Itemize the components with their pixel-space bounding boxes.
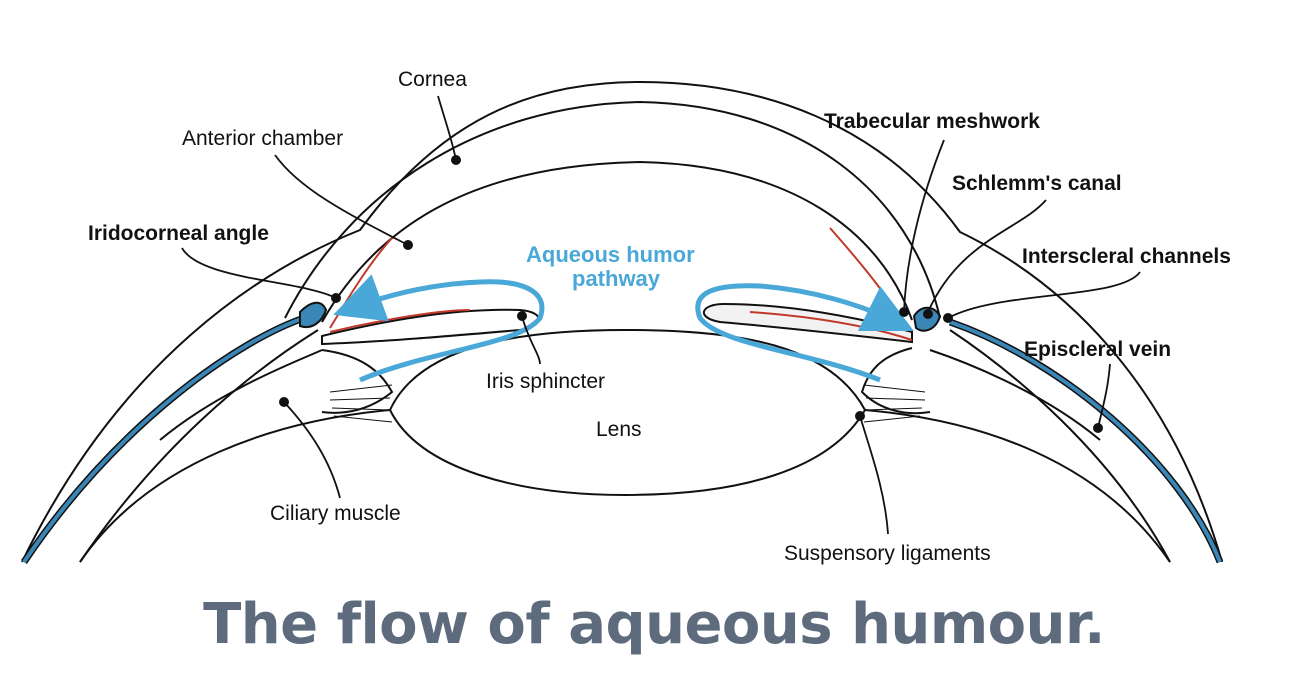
cornea-outer: [284, 100, 941, 319]
episcleral-vein-right-fill: [949, 320, 1222, 563]
label-trabecular-meshwork: Trabecular meshwork: [824, 110, 1040, 133]
globe-inner-curve-right: [864, 409, 1171, 563]
schlemms-canal-left: [299, 301, 328, 328]
sclera-inner: [79, 329, 319, 563]
sclera-outer: [21, 80, 1223, 563]
leader-iridocorneal-angle: [181, 247, 337, 299]
leader-schlemms-canal: [927, 199, 1047, 313]
ciliary-body-left: [321, 349, 394, 414]
episcleral-vein-left: [21, 314, 306, 564]
iris-right: [703, 302, 913, 344]
label-iris-sphincter: Iris sphincter: [486, 370, 605, 393]
ciliary-body-right: [860, 347, 931, 415]
label-lens: Lens: [596, 418, 642, 441]
label-anterior-chamber: Anterior chamber: [182, 127, 343, 150]
label-interscleral-channels: Interscleral channels: [1022, 245, 1231, 268]
label-ciliary-muscle: Ciliary muscle: [270, 502, 401, 525]
leader-episcleral-vein: [1097, 363, 1111, 429]
eye-anatomy-diagram: Cornea Anterior chamber Iridocorneal ang…: [21, 68, 1231, 565]
sclera-inner-right: [949, 329, 1171, 563]
episcleral-vein-left-fill: [22, 316, 305, 564]
trabecular-meshwork-left: [329, 237, 393, 329]
label-suspensory-ligaments: Suspensory ligaments: [784, 542, 991, 565]
leader-trabecular-meshwork: [903, 139, 945, 313]
iris-left-red-edge: [329, 309, 471, 333]
leader-cornea: [437, 95, 457, 161]
leader-interscleral-channels: [947, 271, 1141, 319]
ciliary-muscle-right: [929, 349, 1101, 441]
aqueous-pathway-arrow-left: [333, 274, 545, 383]
caption-title: The flow of aqueous humour.: [203, 592, 1105, 657]
label-cornea: Cornea: [398, 68, 467, 91]
leader-suspensory-ligaments: [859, 415, 889, 535]
aqueous-pathway-arrow-right: [695, 283, 914, 383]
globe-inner-curve: [79, 409, 391, 563]
leader-ciliary-muscle: [283, 401, 341, 499]
leader-anterior-chamber: [274, 154, 409, 246]
leader-iris-sphincter: [521, 315, 541, 365]
iris-right-red-edge: [749, 311, 913, 341]
suspensory-ligaments-left: [329, 384, 393, 423]
label-schlemms-canal: Schlemm's canal: [952, 172, 1122, 195]
label-pathway-line1: Aqueous humor: [526, 242, 695, 267]
label-iridocorneal-angle: Iridocorneal angle: [88, 222, 269, 245]
ciliary-muscle-left: [159, 349, 323, 441]
label-pathway-line2: pathway: [572, 266, 661, 291]
label-episcleral-vein: Episcleral vein: [1024, 338, 1171, 361]
suspensory-ligaments-right: [863, 384, 926, 423]
